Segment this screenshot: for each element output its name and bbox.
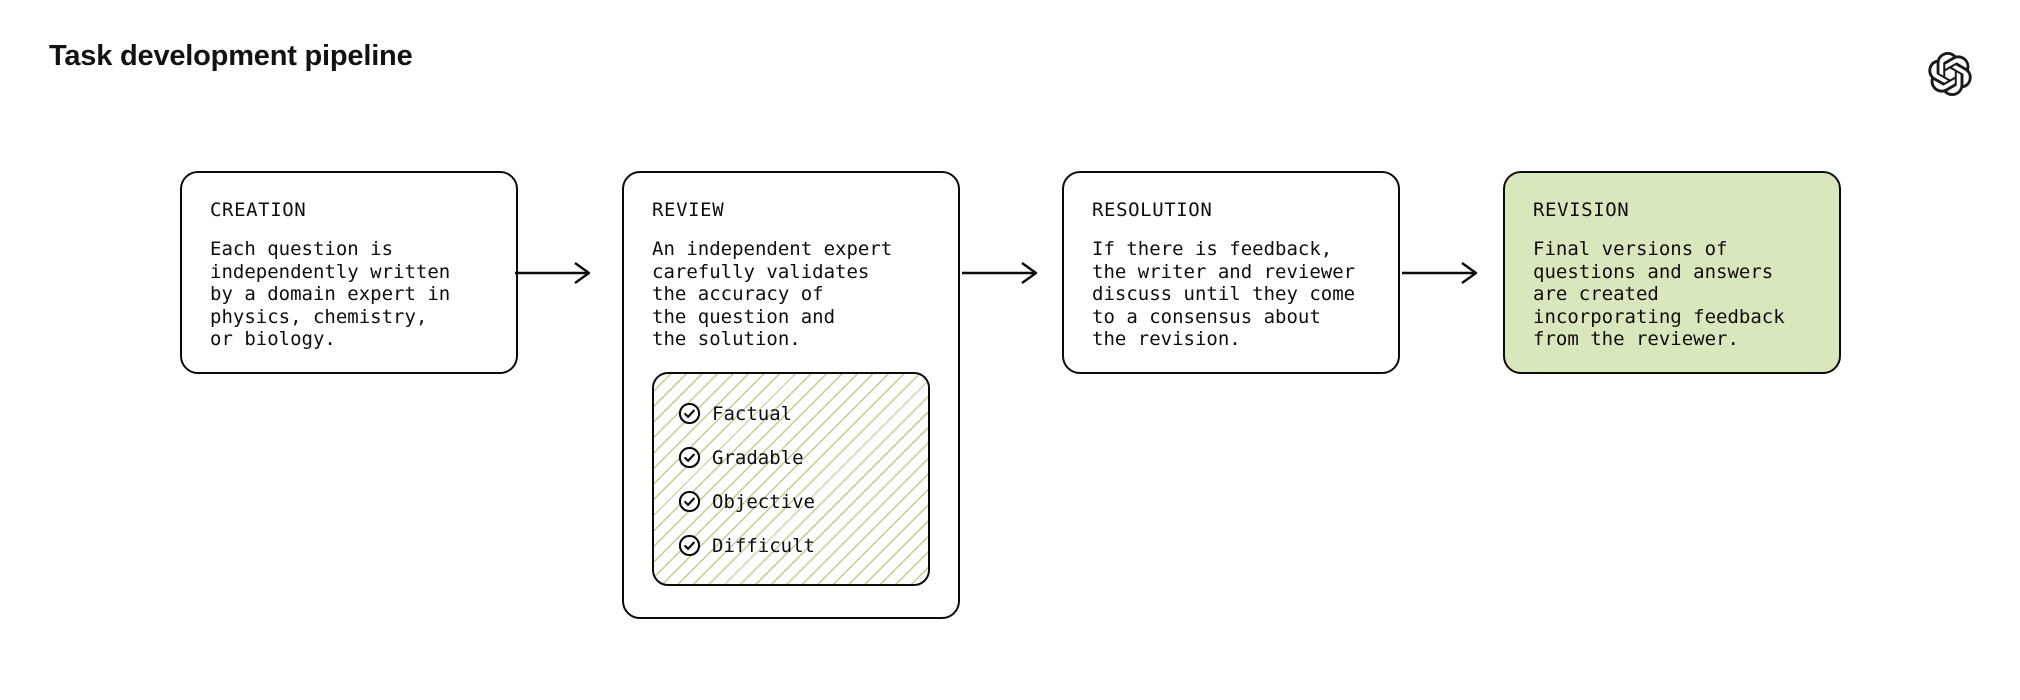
page-title: Task development pipeline xyxy=(49,40,413,72)
checklist-item: Objective xyxy=(678,490,904,513)
stage-title: REVIEW xyxy=(652,199,725,221)
check-circle-icon xyxy=(678,534,701,557)
checklist-item-label: Gradable xyxy=(712,446,804,469)
stage-card-creation: CREATION Each question is independently … xyxy=(180,171,518,374)
checklist-item-label: Objective xyxy=(712,490,815,513)
review-criteria-panel: Factual Gradable Objective Difficult xyxy=(652,372,930,586)
stage-card-review: REVIEW An independent expert carefully v… xyxy=(622,171,960,619)
flow-arrow-icon xyxy=(1402,262,1478,284)
checklist-item: Gradable xyxy=(678,446,904,469)
check-circle-icon xyxy=(678,402,701,425)
stage-title: CREATION xyxy=(210,199,307,221)
flow-arrow-icon xyxy=(515,262,591,284)
stage-card-revision: REVISION Final versions of questions and… xyxy=(1503,171,1841,374)
stage-title: RESOLUTION xyxy=(1092,199,1213,221)
stage-body: Each question is independently written b… xyxy=(210,238,451,350)
stage-body: If there is feedback, the writer and rev… xyxy=(1092,238,1356,350)
checklist-item: Difficult xyxy=(678,534,904,557)
stage-card-resolution: RESOLUTION If there is feedback, the wri… xyxy=(1062,171,1400,374)
flow-arrow-icon xyxy=(962,262,1038,284)
checklist-item: Factual xyxy=(678,402,904,425)
stage-body: An independent expert carefully validate… xyxy=(652,238,893,350)
check-circle-icon xyxy=(678,490,701,513)
checklist-item-label: Factual xyxy=(712,402,793,425)
check-circle-icon xyxy=(678,446,701,469)
openai-logo-icon xyxy=(1928,52,1972,96)
stage-body: Final versions of questions and answers … xyxy=(1533,238,1785,350)
checklist-item-label: Difficult xyxy=(712,534,815,557)
stage-title: REVISION xyxy=(1533,199,1630,221)
